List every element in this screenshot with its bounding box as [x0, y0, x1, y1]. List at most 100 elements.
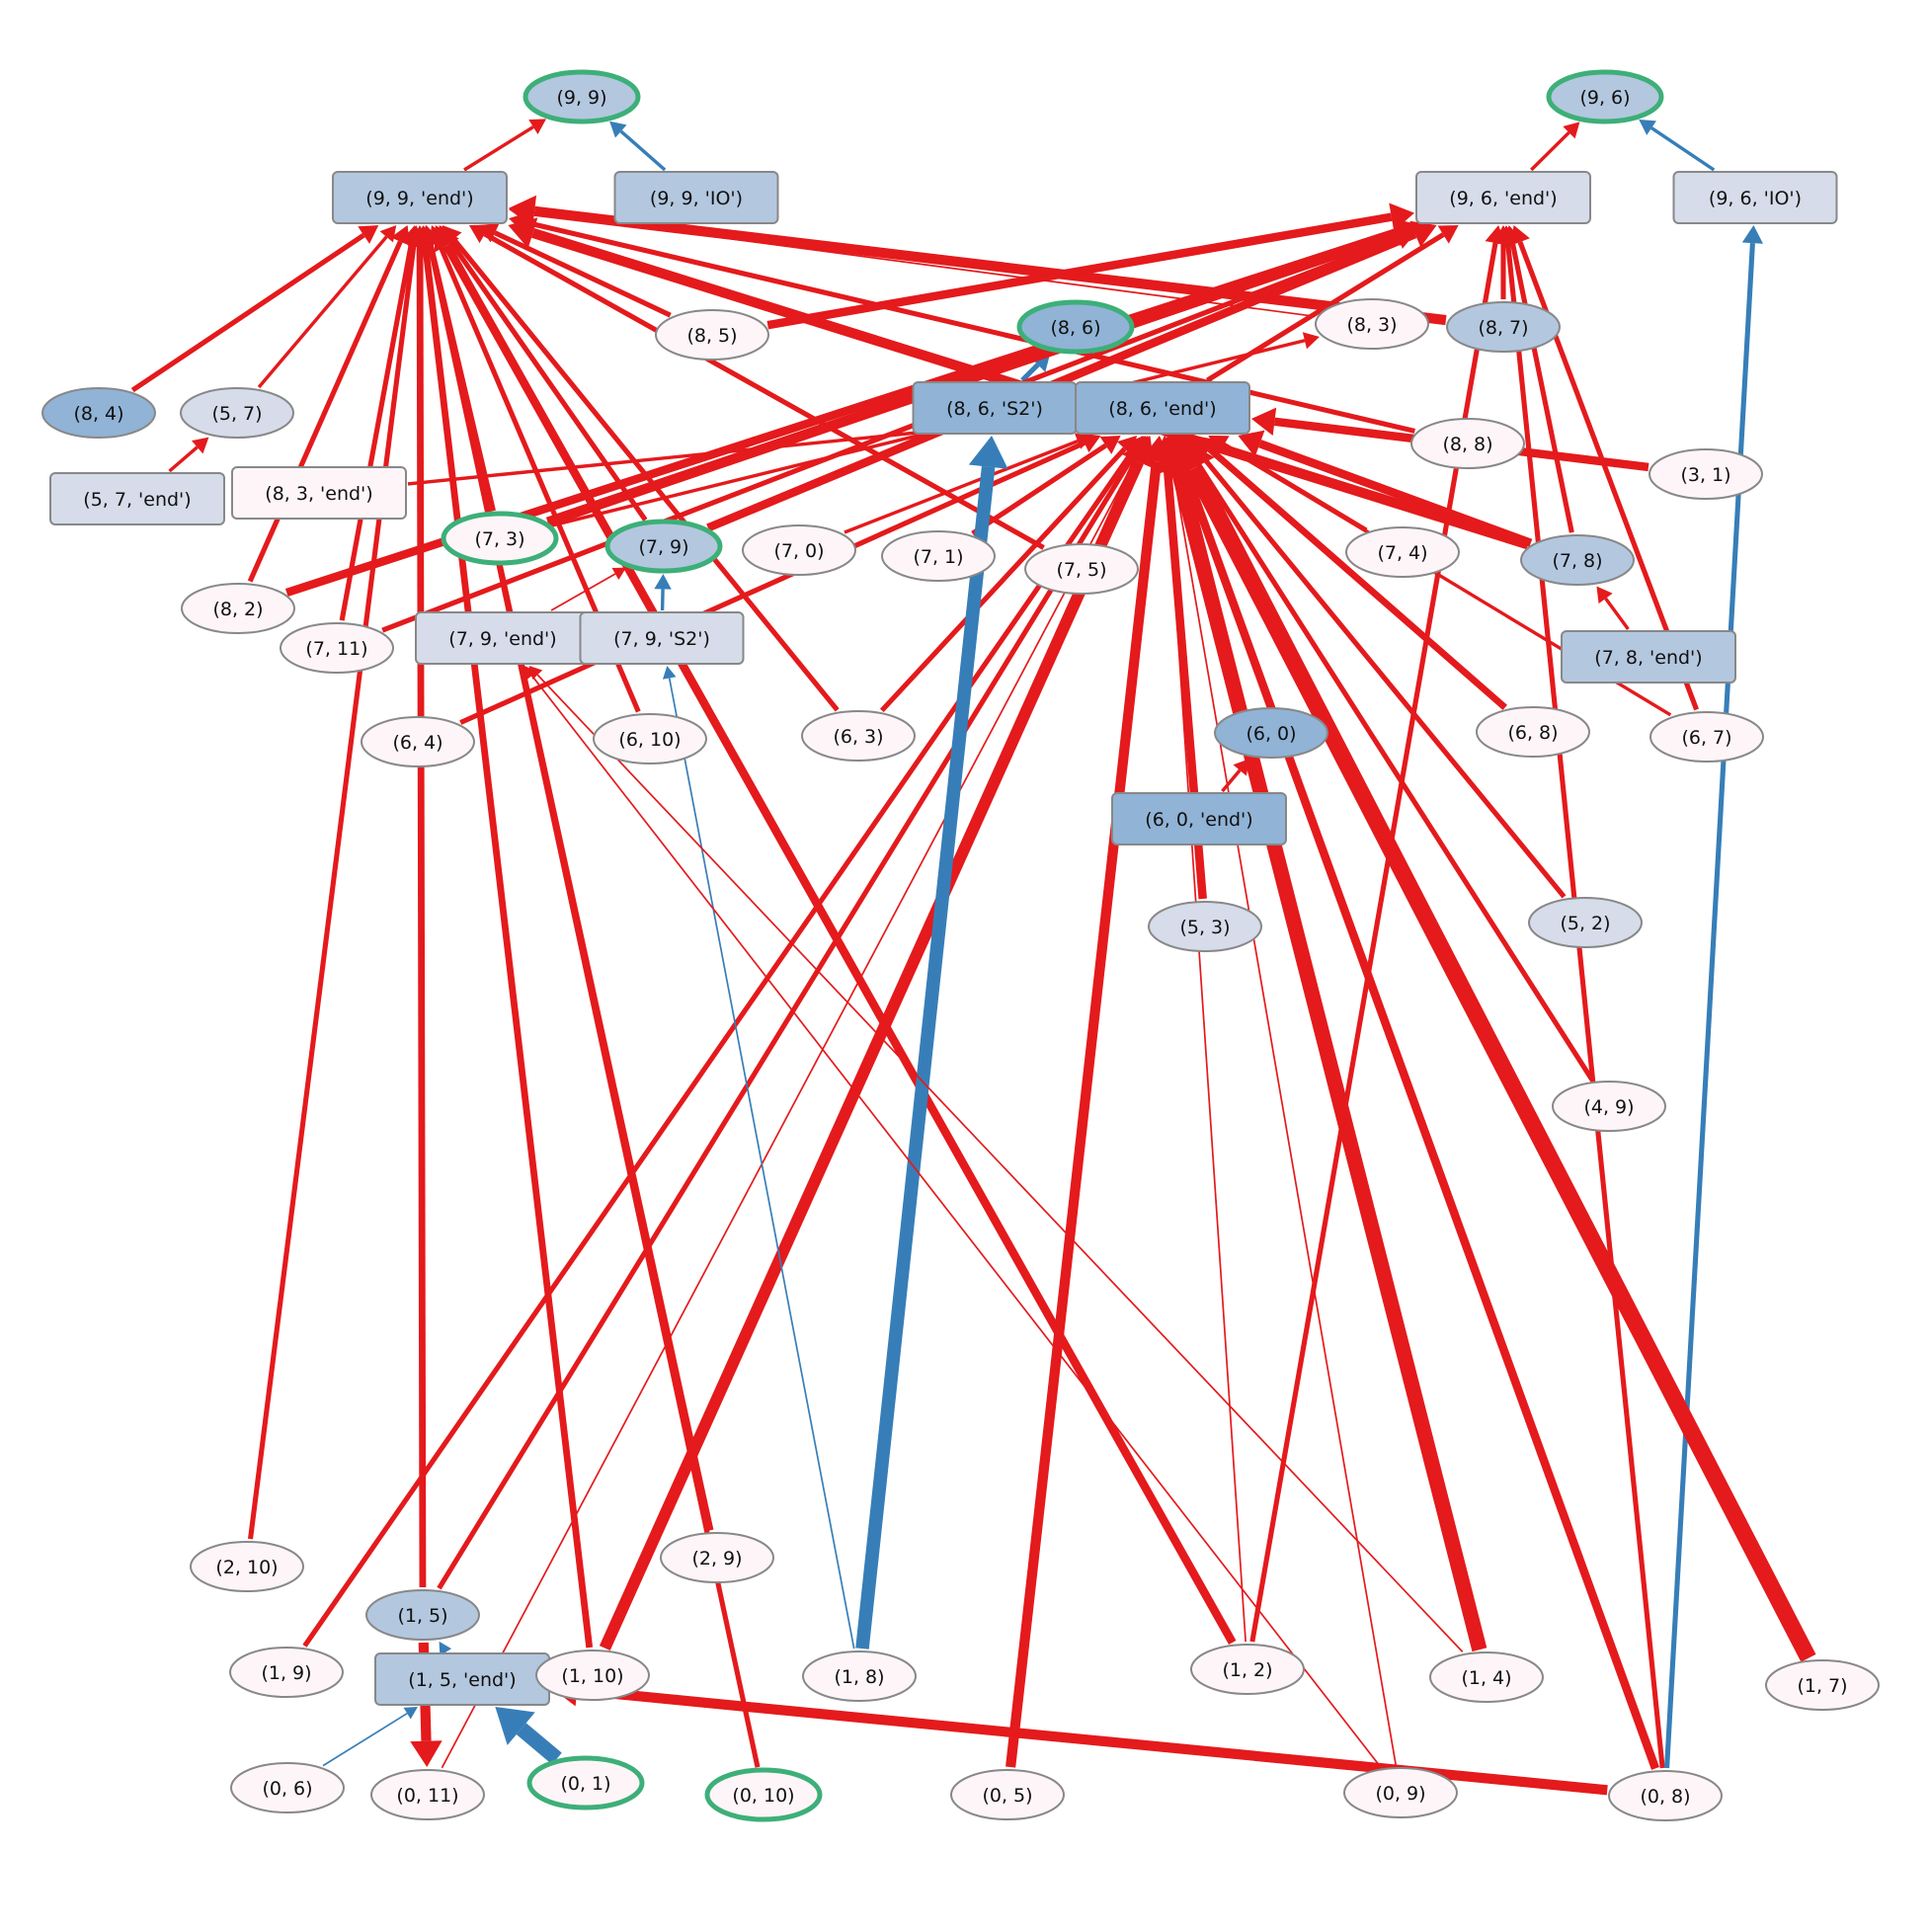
edge-line — [1509, 242, 1574, 533]
node-box-shape — [1075, 381, 1250, 435]
arrowhead-icon — [528, 666, 543, 680]
node-2-10[interactable]: (2, 10) — [190, 1541, 304, 1592]
node-8-3-end[interactable]: (8, 3, 'end') — [231, 466, 407, 520]
node-label: (9, 9) — [556, 87, 606, 109]
node-label: (7, 8, 'end') — [1594, 647, 1702, 669]
node-label: (3, 1) — [1680, 464, 1730, 486]
node-9-6[interactable]: (9, 6) — [1546, 69, 1664, 124]
node-5-2[interactable]: (5, 2) — [1528, 897, 1643, 948]
node-7-11[interactable]: (7, 11) — [280, 622, 394, 674]
node-7-9-end[interactable]: (7, 9, 'end') — [415, 611, 591, 665]
node-0-8[interactable]: (0, 8) — [1608, 1770, 1723, 1821]
edge-n_7_8_end-to-n_7_8 — [1596, 586, 1630, 631]
node-0-11[interactable]: (0, 11) — [370, 1769, 485, 1820]
node-6-3[interactable]: (6, 3) — [801, 710, 916, 762]
node-0-10[interactable]: (0, 10) — [704, 1767, 823, 1822]
edge-n_0_6-to-n_1_5_end — [322, 1707, 418, 1767]
node-1-9[interactable]: (1, 9) — [229, 1647, 344, 1698]
node-7-9[interactable]: (7, 9) — [604, 519, 723, 574]
node-1-10[interactable]: (1, 10) — [535, 1650, 650, 1701]
node-box-shape — [1561, 630, 1736, 684]
edge-line — [1258, 440, 1533, 547]
node-6-10[interactable]: (6, 10) — [593, 713, 707, 765]
edge-n_2_10-to-n_9_9_end — [247, 225, 425, 1540]
node-0-6[interactable]: (0, 6) — [230, 1762, 345, 1813]
node-6-8[interactable]: (6, 8) — [1476, 706, 1590, 758]
node-1-7[interactable]: (1, 7) — [1765, 1659, 1880, 1711]
node-layer: (9, 9) (9, 6) (9, 9, 'end') (9, 9, 'IO') (9,… — [41, 69, 1880, 1822]
node-label: (0, 1) — [560, 1773, 610, 1795]
node-ellipse-shape — [1429, 1651, 1544, 1703]
node-7-1[interactable]: (7, 1) — [881, 530, 996, 582]
node-8-2[interactable]: (8, 2) — [181, 583, 295, 634]
node-8-8[interactable]: (8, 8) — [1410, 418, 1525, 469]
node-5-7[interactable]: (5, 7) — [180, 387, 294, 439]
edge-line — [879, 446, 1127, 713]
node-7-4[interactable]: (7, 4) — [1345, 526, 1460, 578]
edge-line — [1530, 130, 1570, 172]
node-0-5[interactable]: (0, 5) — [950, 1769, 1065, 1820]
node-8-7[interactable]: (8, 7) — [1446, 301, 1561, 353]
node-4-9[interactable]: (4, 9) — [1552, 1081, 1666, 1132]
node-1-2[interactable]: (1, 2) — [1190, 1644, 1305, 1695]
node-0-1[interactable]: (0, 1) — [526, 1755, 645, 1811]
edge-line — [168, 445, 199, 473]
node-7-5[interactable]: (7, 5) — [1024, 543, 1139, 595]
node-9-9-IO[interactable]: (9, 9, 'IO') — [613, 171, 779, 224]
node-ellipse-shape — [526, 1755, 645, 1811]
node-6-0[interactable]: (6, 0) — [1214, 707, 1328, 759]
edge-n_1_8-to-n_8_6_S2 — [855, 436, 1008, 1650]
arrowhead-icon — [509, 203, 523, 218]
node-8-3[interactable]: (8, 3) — [1315, 298, 1429, 350]
node-label: (1, 5, 'end') — [408, 1669, 516, 1691]
node-1-5[interactable]: (1, 5) — [365, 1589, 480, 1641]
edge-line — [1020, 362, 1040, 382]
edge-line — [437, 449, 1139, 1590]
node-label: (0, 9) — [1375, 1783, 1425, 1805]
node-2-9[interactable]: (2, 9) — [660, 1532, 774, 1583]
node-7-0[interactable]: (7, 0) — [742, 524, 856, 576]
node-8-6-S2[interactable]: (8, 6, 'S2') — [912, 381, 1078, 435]
node-ellipse-shape — [655, 309, 769, 361]
node-label: (8, 7) — [1478, 317, 1528, 339]
node-9-6-end[interactable]: (9, 6, 'end') — [1415, 171, 1591, 224]
edge-line — [533, 205, 1447, 326]
node-5-7-end[interactable]: (5, 7, 'end') — [49, 472, 225, 525]
node-1-4[interactable]: (1, 4) — [1429, 1651, 1544, 1703]
node-6-4[interactable]: (6, 4) — [361, 716, 475, 767]
edge-line — [619, 129, 667, 172]
node-6-7[interactable]: (6, 7) — [1649, 711, 1764, 763]
node-3-1[interactable]: (3, 1) — [1649, 448, 1763, 500]
node-ellipse-shape — [1410, 418, 1525, 469]
node-7-3[interactable]: (7, 3) — [441, 511, 559, 566]
node-label: (1, 7) — [1797, 1675, 1847, 1697]
node-8-5[interactable]: (8, 5) — [655, 309, 769, 361]
edge-n_0_10-to-n_9_9_end — [419, 225, 761, 1768]
node-5-3[interactable]: (5, 3) — [1148, 901, 1262, 952]
node-1-8[interactable]: (1, 8) — [802, 1650, 917, 1702]
node-label: (9, 6, 'end') — [1449, 188, 1557, 209]
node-8-6[interactable]: (8, 6) — [1016, 299, 1135, 355]
edge-line — [516, 1723, 562, 1765]
node-ellipse-shape — [370, 1769, 485, 1820]
edge-line — [1249, 242, 1498, 1643]
node-7-9-S2[interactable]: (7, 9, 'S2') — [579, 611, 745, 665]
node-0-9[interactable]: (0, 9) — [1343, 1767, 1458, 1818]
node-1-5-end[interactable]: (1, 5, 'end') — [374, 1652, 550, 1706]
node-8-4[interactable]: (8, 4) — [41, 387, 156, 439]
node-ellipse-shape — [1765, 1659, 1880, 1711]
edge-n_1_2-to-n_9_9_end — [434, 225, 1237, 1646]
node-9-9-end[interactable]: (9, 9, 'end') — [332, 171, 508, 224]
edge-line — [1168, 447, 1398, 1766]
node-9-9[interactable]: (9, 9) — [523, 69, 641, 124]
arrowhead-icon — [358, 225, 379, 244]
node-8-6-end[interactable]: (8, 6, 'end') — [1075, 381, 1250, 435]
node-6-0-end[interactable]: (6, 0, 'end') — [1111, 792, 1287, 845]
arrowhead-icon — [1158, 436, 1172, 449]
edge-n_9_9_end-to-n_9_9 — [463, 119, 546, 172]
node-9-6-IO[interactable]: (9, 6, 'IO') — [1672, 171, 1838, 224]
node-7-8-end[interactable]: (7, 8, 'end') — [1561, 630, 1736, 684]
edge-line — [971, 443, 1107, 536]
node-ellipse-shape — [1608, 1770, 1723, 1821]
node-7-8[interactable]: (7, 8) — [1520, 534, 1635, 586]
